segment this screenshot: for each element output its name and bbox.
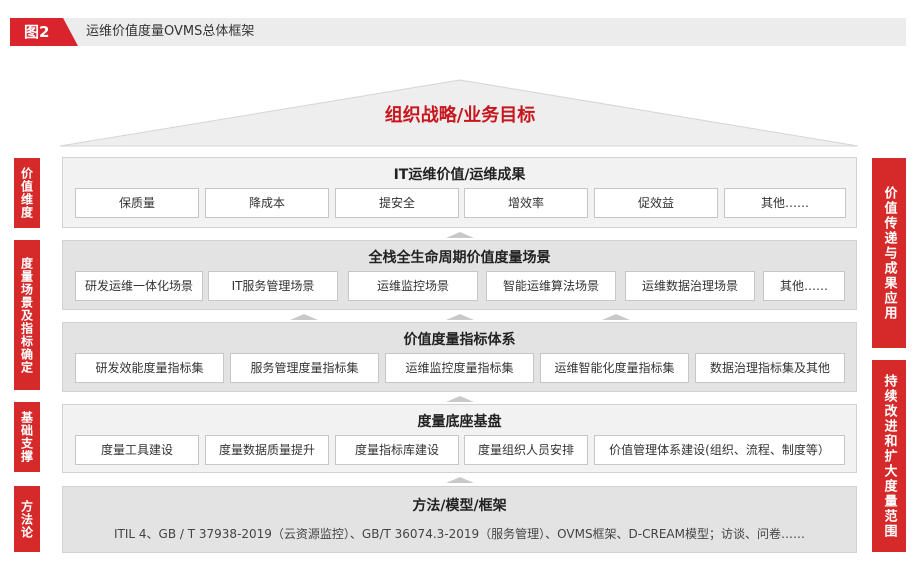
layer-item: 度量数据质量提升 <box>205 435 329 465</box>
layer-item: 智能运维算法场景 <box>486 271 616 301</box>
layer-foundation: 度量底座基盘 度量工具建设 度量数据质量提升 度量指标库建设 度量组织人员安排 … <box>62 404 857 473</box>
goal-title: 组织战略/业务目标 <box>384 105 536 126</box>
layer-item: 研发效能度量指标集 <box>75 353 224 383</box>
up-arrow <box>290 314 318 320</box>
layer-item: 研发运维一体化场景 <box>75 271 203 301</box>
methodology-text: ITIL 4、GB / T 37938-2019（云资源监控）、GB/T 360… <box>114 527 805 541</box>
layer-item: 降成本 <box>205 188 329 218</box>
layer-item: 保质量 <box>75 188 199 218</box>
layer-title: IT运维价值/运维成果 <box>393 167 526 183</box>
side-label-value-dimension: 价值维度 <box>14 158 40 228</box>
up-arrow <box>602 314 630 320</box>
layer-item: 度量组织人员安排 <box>464 435 588 465</box>
up-arrow <box>446 232 474 238</box>
figure-title: 运维价值度量OVMS总体框架 <box>86 24 255 39</box>
layer-title: 价值度量指标体系 <box>403 332 516 348</box>
layer-scenarios: 全栈全生命周期价值度量场景 研发运维一体化场景 IT服务管理场景 运维监控场景 … <box>62 240 857 310</box>
layer-title: 方法/模型/框架 <box>412 498 507 514</box>
layer-item: 运维监控场景 <box>348 271 478 301</box>
side-label-methodology: 方法论 <box>14 486 40 552</box>
side-label-continuous-improvement: 持续改进和扩大度量范围 <box>872 360 906 552</box>
layer-item: IT服务管理场景 <box>208 271 338 301</box>
layer-item: 运维智能化度量指标集 <box>540 353 689 383</box>
layer-title: 度量底座基盘 <box>417 414 502 430</box>
layer-methodology: 方法/模型/框架 ITIL 4、GB / T 37938-2019（云资源监控）… <box>62 486 857 553</box>
layer-item: 数据治理指标集及其他 <box>695 353 845 383</box>
side-label-scenario-metrics: 度量场景及指标确定 <box>14 240 40 390</box>
layer-item: 服务管理度量指标集 <box>230 353 379 383</box>
layer-item: 度量指标库建设 <box>335 435 459 465</box>
layer-metric-system: 价值度量指标体系 研发效能度量指标集 服务管理度量指标集 运维监控度量指标集 运… <box>62 322 857 392</box>
header-bar <box>10 18 906 46</box>
side-label-foundation: 基础支撑 <box>14 402 40 472</box>
up-arrow <box>446 314 474 320</box>
up-arrow <box>446 477 474 483</box>
layer-item: 其他…… <box>724 188 846 218</box>
side-label-value-delivery: 价值传递与成果应用 <box>872 158 906 348</box>
layer-item: 运维监控度量指标集 <box>385 353 534 383</box>
layer-item: 促效益 <box>594 188 718 218</box>
layer-item: 运维数据治理场景 <box>625 271 755 301</box>
layer-it-value: IT运维价值/运维成果 保质量 降成本 提安全 增效率 促效益 其他…… <box>62 157 857 228</box>
layer-item: 度量工具建设 <box>75 435 199 465</box>
layer-title: 全栈全生命周期价值度量场景 <box>368 250 551 266</box>
up-arrow <box>446 396 474 402</box>
layer-item: 价值管理体系建设(组织、流程、制度等） <box>594 435 845 465</box>
layer-item: 增效率 <box>464 188 588 218</box>
roof-shape <box>59 79 859 147</box>
layer-item: 提安全 <box>335 188 459 218</box>
layer-item: 其他…… <box>763 271 845 301</box>
